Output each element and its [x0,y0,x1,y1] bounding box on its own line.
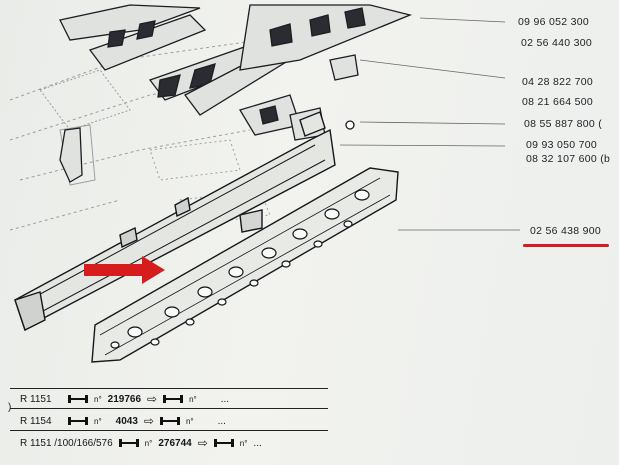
highlighted-part-number: 02 56 438 900 [530,225,602,237]
table-row: R 1151 /100/166/576 n° 276744 ⇨ n° ... [10,434,262,452]
part-number-3: 04 28 822 700 [522,76,594,88]
table-rule-top [10,388,328,389]
arrow-icon: ⇨ [147,392,158,406]
chassis-icon [118,438,139,448]
chassis-icon [68,416,88,426]
serial-number: 276744 [158,437,192,449]
callout-leader-lines [339,17,520,231]
reinforcement-plate [91,167,399,363]
number-sign: n° [239,438,248,448]
chassis-icon [163,394,184,404]
number-sign: n° [94,394,102,404]
arrow-icon: ⇨ [143,414,154,428]
continuation-dots: ... [217,415,226,427]
part-number-2: 02 56 440 300 [521,37,593,49]
part-number-6: 09 93 050 700 [526,139,598,151]
model-code: R 1154 [20,415,52,427]
chassis-icon [213,438,234,448]
chassis-icon [159,416,180,426]
part-number-4: 08 21 664 500 [522,96,594,108]
serial-number: 4043 [115,415,138,427]
table-row: R 1154 n° 4043 ⇨ n° ... [10,412,226,430]
part-number-1: 09 96 052 300 [518,16,590,28]
table-rule [10,408,328,409]
arrow-icon: ⇨ [197,436,208,450]
serial-number: 219766 [107,393,142,405]
red-underline-highlight [523,244,609,247]
number-sign: n° [189,394,197,404]
number-sign: n° [94,416,102,426]
chassis-serial-table: R 1151 n° 219766 ⇨ n° ... R 1154 n° 4043… [10,388,619,465]
chassis-icon [68,394,88,404]
red-pointer-arrow [84,256,165,284]
part-number-7: 08 32 107 600 (b [526,153,611,165]
number-sign: n° [185,416,194,426]
number-sign: n° [144,438,153,448]
model-code: R 1151 [20,393,52,405]
table-row: R 1151 n° 219766 ⇨ n° ... [10,390,229,408]
table-rule [10,430,328,431]
continuation-dots: ... [253,437,262,449]
table-left-mark: ) [8,402,11,413]
part-number-5: 08 55 887 800 ( [524,118,603,130]
continuation-dots: ... [220,393,230,405]
side-member-rail [14,111,336,332]
model-code: R 1151 /100/166/576 [20,437,113,449]
